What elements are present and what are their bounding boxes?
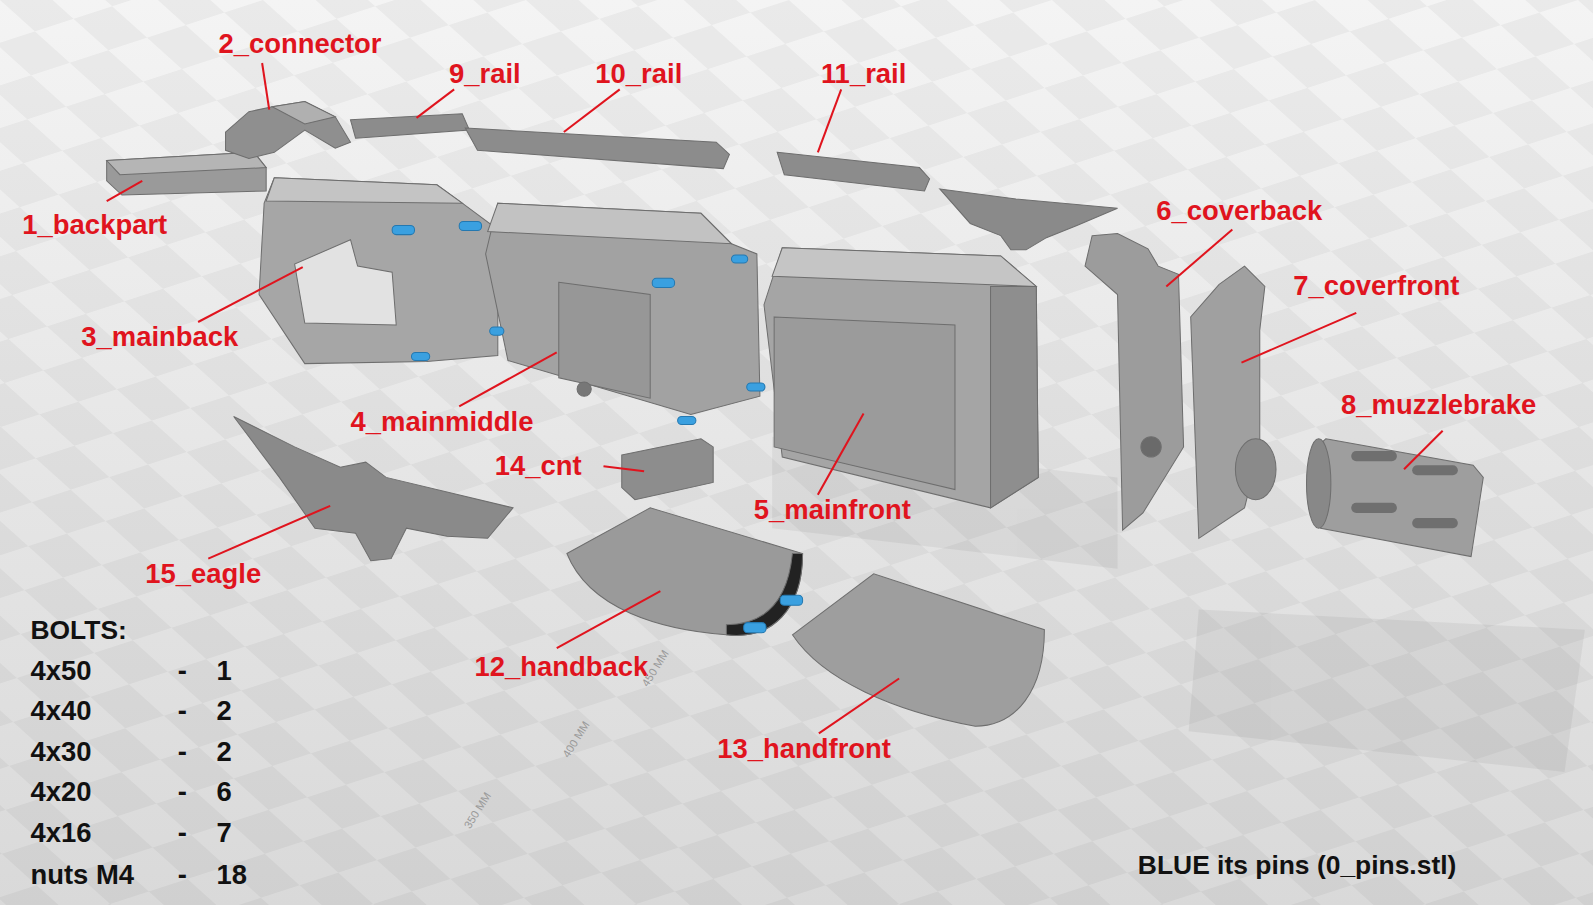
table-cell: 18 — [216, 861, 247, 888]
table-cell: 2 — [216, 698, 231, 725]
part-label: 2_connector — [218, 30, 381, 57]
table-cell: - — [178, 698, 187, 725]
shadows — [772, 437, 1585, 772]
part-label: 7_coverfront — [1293, 272, 1459, 299]
rail-9 — [350, 114, 469, 138]
handfront — [792, 574, 1044, 726]
hole — [1141, 437, 1161, 457]
part-label: 4_mainmiddle — [350, 408, 533, 435]
table-cell: 7 — [216, 820, 231, 847]
mainfront-top — [772, 248, 1036, 287]
table-cell: - — [178, 657, 187, 684]
part-label: 10_rail — [595, 61, 682, 88]
part-label: 5_mainfront — [754, 497, 911, 524]
muzzlebrake-slots — [1351, 451, 1458, 528]
handback — [567, 508, 803, 636]
coverback — [1085, 234, 1184, 531]
part-label: 9_rail — [449, 61, 521, 88]
hole — [577, 382, 591, 396]
backpart — [107, 152, 267, 195]
connector-top — [272, 102, 335, 124]
rail-10 — [465, 128, 729, 169]
connector — [226, 102, 351, 159]
mainfront — [764, 248, 1038, 508]
table-cell: 4x20 — [30, 779, 91, 806]
part-label: 8_muzzlebrake — [1341, 392, 1536, 419]
coverfront-boss — [1235, 439, 1276, 500]
part-label: 1_backpart — [22, 211, 167, 238]
part-label: 11_rail — [821, 61, 906, 88]
leader-lines — [107, 63, 1443, 733]
part-label: 15_eagle — [145, 561, 261, 588]
mainmiddle — [486, 203, 760, 414]
mainback-window — [295, 240, 397, 325]
note: BLUE its pins (0_pins.stl) — [1138, 851, 1456, 877]
table-cell: 4x30 — [30, 738, 91, 765]
table-heading: BOLTS: — [30, 617, 126, 643]
eagle — [234, 416, 513, 560]
table-cell: 4x40 — [30, 698, 91, 725]
part-label: 13_handfront — [717, 735, 891, 762]
part-label: 14_cnt — [495, 453, 582, 480]
part-label: 12_handback — [474, 654, 648, 681]
mainback-top — [266, 178, 462, 203]
table-cell: 2 — [216, 738, 231, 765]
table-cell: 4x16 — [30, 820, 91, 847]
mainfront-panel — [774, 317, 955, 490]
table-cell: - — [178, 738, 187, 765]
table-cell: - — [178, 861, 187, 888]
handback-rim — [726, 554, 802, 636]
muzzlebrake — [1309, 439, 1484, 557]
table-cell: - — [178, 779, 187, 806]
part-label: 6_coverback — [1156, 198, 1322, 225]
mainmiddle-top — [488, 203, 732, 244]
rail-11 — [777, 152, 929, 191]
part-label: 3_mainback — [81, 324, 238, 351]
table-cell: 4x50 — [30, 657, 91, 684]
muzzlebrake-end — [1306, 439, 1330, 528]
parts — [107, 102, 1484, 727]
table-cell: - — [178, 820, 187, 847]
mainmiddle-panel — [559, 282, 650, 398]
table-cell: nuts M4 — [30, 861, 134, 888]
mainfront-side — [991, 286, 1039, 507]
table-cell: 1 — [216, 657, 231, 684]
table-cell: 6 — [216, 779, 231, 806]
